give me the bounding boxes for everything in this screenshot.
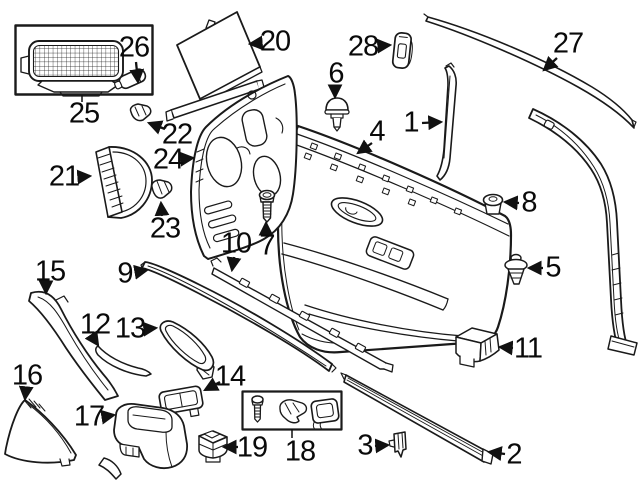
callout-label-16: 16 <box>11 359 43 392</box>
callout-label-2: 2 <box>506 438 522 471</box>
callout-label-22: 22 <box>161 118 193 151</box>
callout-label-11: 11 <box>513 332 543 365</box>
part-16-sail-panel <box>4 398 77 467</box>
part-12-accent-strip <box>95 345 152 377</box>
part-19-window-switch <box>198 430 228 463</box>
callout-arrows <box>18 35 559 461</box>
callout-label-13: 13 <box>114 312 146 345</box>
arrow-22 <box>146 120 166 135</box>
callout-label-26: 26 <box>118 31 150 64</box>
part-22-clip <box>129 103 152 122</box>
arrow-11 <box>497 340 514 356</box>
arrow-20 <box>247 35 264 51</box>
arrow-21 <box>76 169 93 185</box>
part-15-trim-strip <box>28 290 119 401</box>
arrow-14 <box>203 377 221 392</box>
arrow-28 <box>376 38 393 54</box>
callout-label-23: 23 <box>149 212 181 245</box>
part-5-retainer-clip <box>504 253 528 285</box>
callout-label-9: 9 <box>117 257 133 290</box>
part-17-armrest-grip <box>113 402 188 470</box>
arrow-13 <box>142 321 159 337</box>
part-1-window-frame-trim <box>436 62 638 356</box>
callout-label-8: 8 <box>521 186 537 219</box>
callout-label-10: 10 <box>220 227 252 260</box>
callout-label-1: 1 <box>403 106 419 139</box>
callout-label-12: 12 <box>79 308 111 341</box>
callout-label-7: 7 <box>259 229 275 262</box>
callout-label-15: 15 <box>34 255 66 288</box>
arrow-1 <box>421 115 444 131</box>
part-7-screw <box>258 189 276 223</box>
callout-label-18: 18 <box>284 435 316 468</box>
part-11-bracket <box>455 327 500 368</box>
callout-label-3: 3 <box>357 429 373 462</box>
part-3-clip <box>388 431 407 458</box>
part-16-corner-detail <box>98 457 122 480</box>
callout-label-20: 20 <box>259 25 291 58</box>
arrow-10 <box>226 256 242 273</box>
arrow-8 <box>502 195 520 211</box>
part-13-pull-handle-trim <box>159 320 215 380</box>
callout-label-25: 25 <box>68 97 100 130</box>
callout-label-5: 5 <box>545 251 561 284</box>
part-8-grommet <box>482 193 504 215</box>
arrow-17 <box>100 409 117 425</box>
arrow-23 <box>154 200 170 217</box>
part-4-door-trim-panel <box>276 124 513 354</box>
part-10-retainer-strip <box>210 257 394 373</box>
part-25-speaker-grille <box>14 24 154 97</box>
arrow-3 <box>374 438 391 454</box>
arrow-2 <box>486 446 506 461</box>
arrow-12 <box>84 330 100 347</box>
part-18-hardware-kit <box>241 390 343 431</box>
callout-label-14: 14 <box>214 360 246 393</box>
callout-label-27: 27 <box>552 27 584 60</box>
callout-label-17: 17 <box>73 400 105 433</box>
arrow-27 <box>542 55 559 72</box>
arrow-9 <box>133 264 150 280</box>
part-23-clip <box>151 179 173 199</box>
callout-label-4: 4 <box>369 115 385 148</box>
callout-label-24: 24 <box>152 143 184 176</box>
callout-label-28: 28 <box>347 30 379 63</box>
part-27-edge-molding <box>423 13 637 129</box>
callout-label-6: 6 <box>328 57 344 90</box>
part-6-push-pin <box>324 97 350 132</box>
callout-label-21: 21 <box>48 160 80 193</box>
part-28-clip <box>391 32 413 69</box>
arrow-26 <box>129 61 145 85</box>
part-20-sunshade <box>165 11 265 122</box>
arrow-4 <box>356 139 373 155</box>
arrow-24 <box>179 151 196 167</box>
arrow-16 <box>18 385 34 402</box>
callout-label-19: 19 <box>236 431 268 464</box>
part-21-pull-pocket <box>95 146 153 219</box>
